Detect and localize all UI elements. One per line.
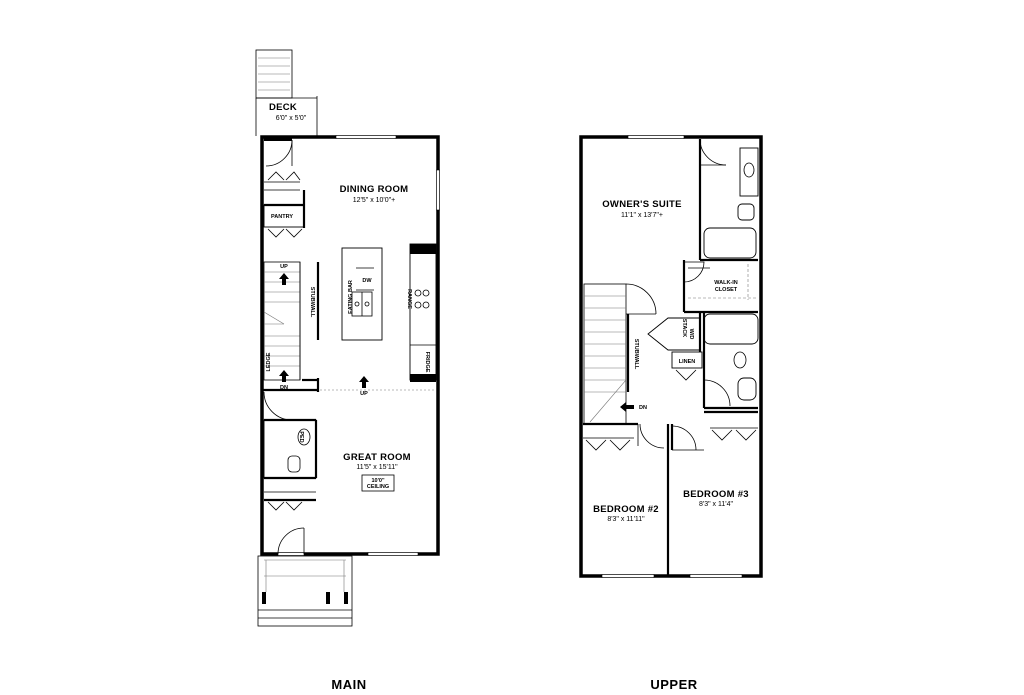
great-room-dims: 11'5" x 15'11" [356, 464, 398, 471]
bedroom-3-dims: 8'3" x 11'4" [699, 501, 733, 508]
ledge-label: LEDGE [266, 352, 272, 371]
bedroom-3-window [689, 574, 743, 578]
deck-name: DECK [269, 102, 297, 113]
deck-dims: 6'0" x 5'0" [276, 115, 307, 122]
deck-area [255, 49, 318, 136]
walk-in-label: WALK-IN [714, 280, 738, 286]
deck-door-swing [265, 139, 293, 167]
ceiling-note-box [361, 474, 395, 492]
stairs-dn-label: DN [280, 385, 288, 391]
fridge-label: FRIDGE [424, 352, 430, 373]
upper-stairs [583, 283, 657, 425]
main-stairs [263, 261, 301, 382]
dishwasher-label: DW [362, 278, 372, 284]
dining-room-dims: 12'5" x 10'0"+ [353, 197, 395, 204]
kitchen-counter [409, 243, 437, 381]
pedestal-sink-label: PED [298, 431, 304, 442]
bedroom-2-name: BEDROOM #2 [593, 504, 659, 515]
front-porch [257, 555, 353, 627]
dining-room-name: DINING ROOM [340, 184, 409, 195]
great-room-window [367, 552, 419, 556]
stack-label: STACK [681, 319, 687, 338]
bedroom-3-name: BEDROOM #3 [683, 489, 749, 500]
wd-label: W/D [688, 329, 694, 340]
powder-room [263, 419, 317, 479]
stairs-up-label: UP [280, 264, 288, 270]
bedroom-2-dims: 8'3" x 11'11" [607, 516, 645, 523]
upper-floor-plan: OWNER'S SUITE 11'1" x 13'7"+ WALK-IN CLO… [579, 135, 763, 692]
owners-suite-window [627, 135, 685, 139]
stubwall-label: STUBWALL [309, 287, 315, 318]
owners-suite-dims: 11'1" x 13'7"+ [621, 212, 663, 219]
ceiling-word: CEILING [367, 484, 389, 490]
owners-suite-name: OWNER'S SUITE [602, 199, 682, 210]
front-door-swing [277, 527, 305, 555]
main-floor-title: MAIN [331, 677, 366, 692]
linen-label: LINEN [679, 359, 696, 365]
great-room-up-label: UP [360, 391, 368, 397]
upper-stubwall-label: STUBWALL [633, 339, 639, 370]
upper-floor-title: UPPER [650, 677, 697, 692]
closet-label: CLOSET [715, 287, 738, 293]
main-floor-plan: DECK 6'0" x 5'0" DINING ROOM 12'5" x 10'… [255, 49, 440, 692]
great-room-name: GREAT ROOM [343, 452, 411, 463]
ceiling-height: 10'0" [371, 478, 384, 484]
bedroom-2-window [601, 574, 655, 578]
dining-window [335, 135, 397, 139]
eating-bar-label: EATING BAR [348, 280, 354, 314]
upper-dn-label: DN [639, 405, 647, 411]
pantry-label: PANTRY [271, 214, 293, 220]
range-label: RANGE [406, 289, 412, 309]
